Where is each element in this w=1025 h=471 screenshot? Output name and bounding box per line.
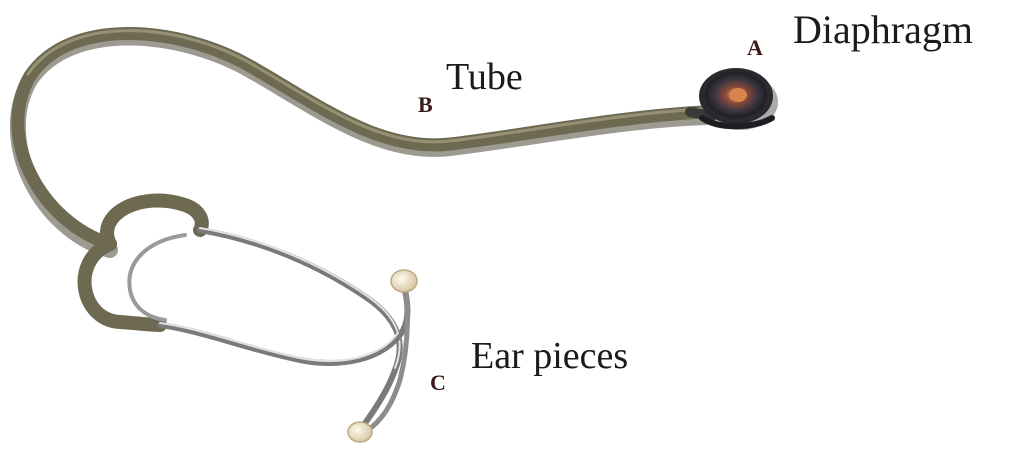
binaural-arm-upper-highlight: [200, 228, 400, 368]
ear-tip-bottom: [348, 422, 372, 442]
label-ear-pieces: Ear pieces: [471, 337, 628, 375]
spring-loop: [129, 235, 185, 320]
label-letter-a: A: [747, 37, 763, 59]
label-letter-c: C: [430, 372, 446, 394]
label-letter-b: B: [418, 94, 433, 116]
label-tube: Tube: [446, 58, 523, 96]
diaphragm-center: [729, 88, 747, 102]
binaural-arm-upper: [200, 230, 400, 430]
ear-tip-top: [391, 270, 417, 292]
tube-y-junction: [107, 201, 202, 244]
label-diaphragm: Diaphragm: [793, 10, 973, 50]
